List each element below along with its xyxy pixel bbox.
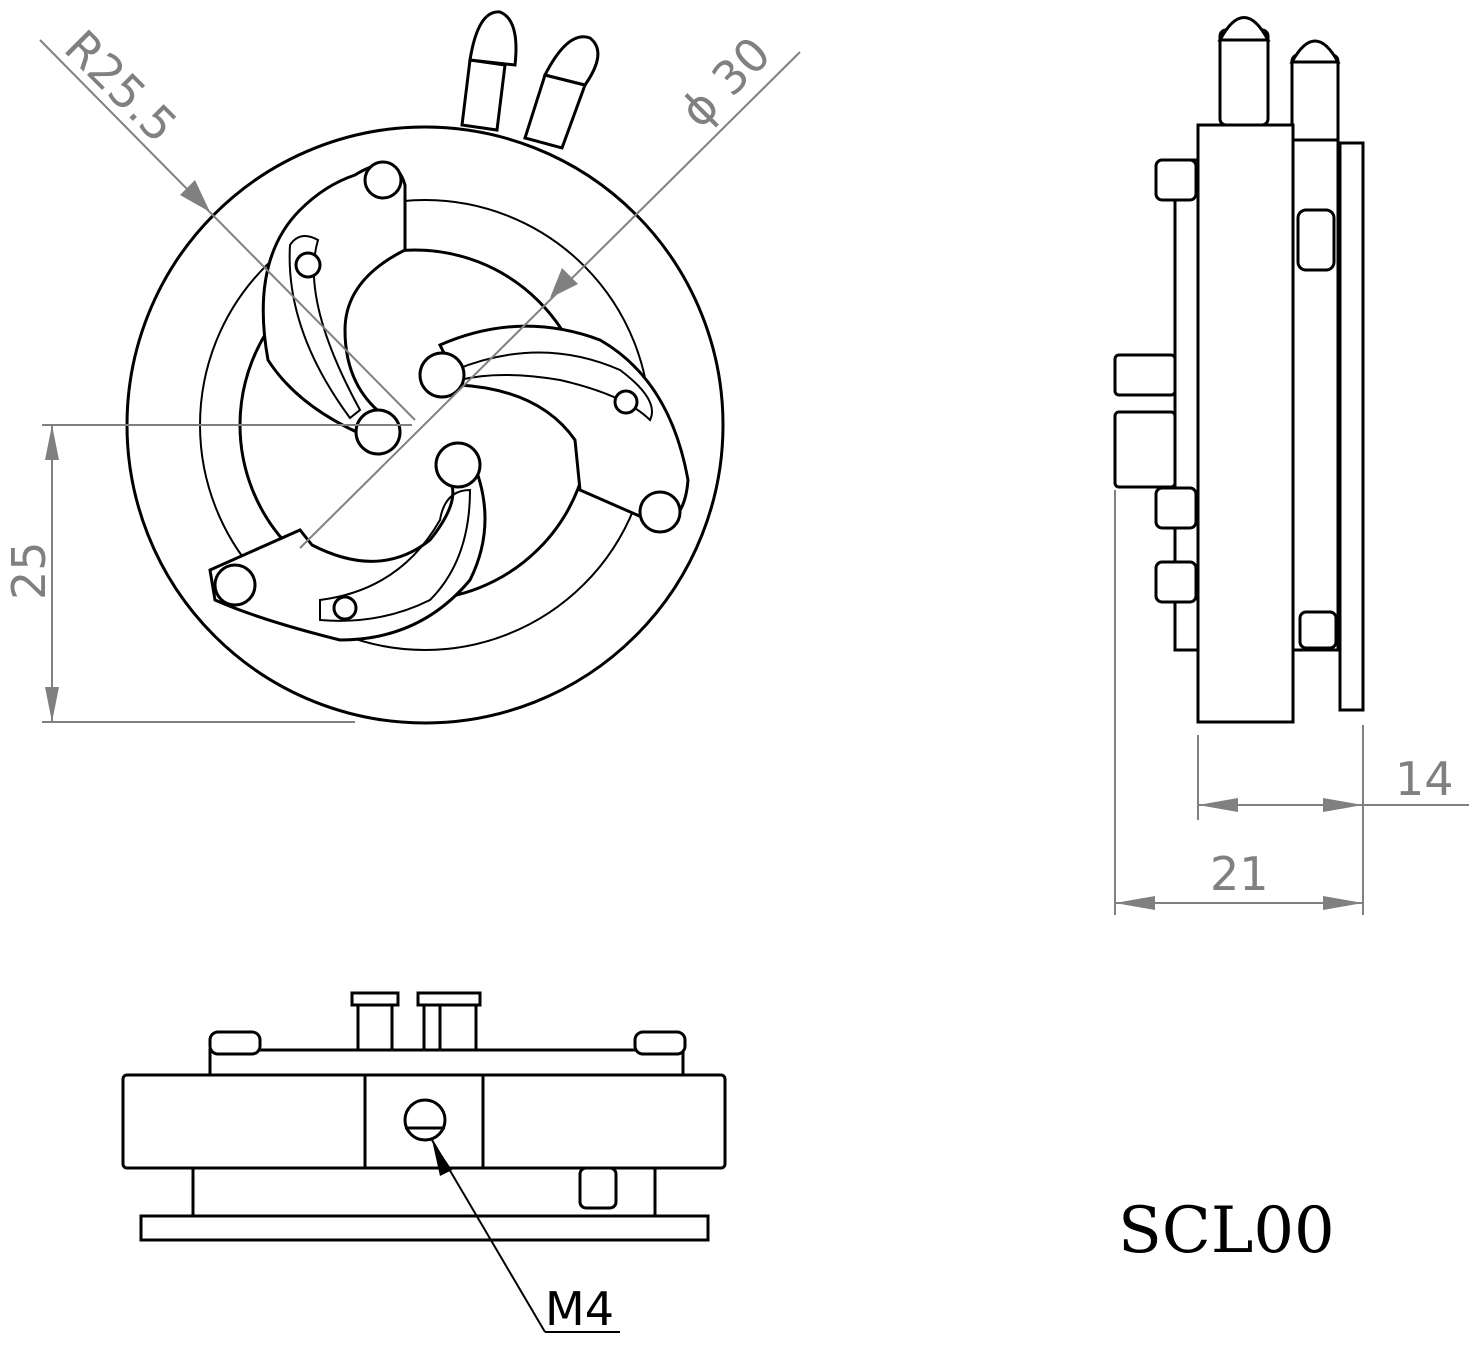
iris-blades	[208, 160, 690, 642]
svg-text:R25.5: R25.5	[54, 20, 187, 153]
svg-text:M4: M4	[545, 1282, 614, 1336]
svg-text:21: 21	[1210, 847, 1269, 901]
total-thickness-dimension: 21	[1114, 490, 1363, 915]
side-view	[1113, 16, 1365, 724]
part-number: SCL00	[1118, 1194, 1335, 1268]
svg-text:25: 25	[2, 541, 56, 600]
height-dimension: 25	[2, 424, 412, 723]
bottom-view	[121, 991, 727, 1242]
top-pins	[460, 10, 600, 150]
svg-text:ϕ 30: ϕ 30	[670, 26, 781, 137]
front-view	[125, 10, 725, 725]
svg-text:14: 14	[1395, 752, 1454, 806]
plate-thickness-dimension: 14	[1197, 725, 1469, 915]
m4-hole	[403, 1098, 447, 1142]
thread-callout: M4	[431, 1139, 620, 1336]
